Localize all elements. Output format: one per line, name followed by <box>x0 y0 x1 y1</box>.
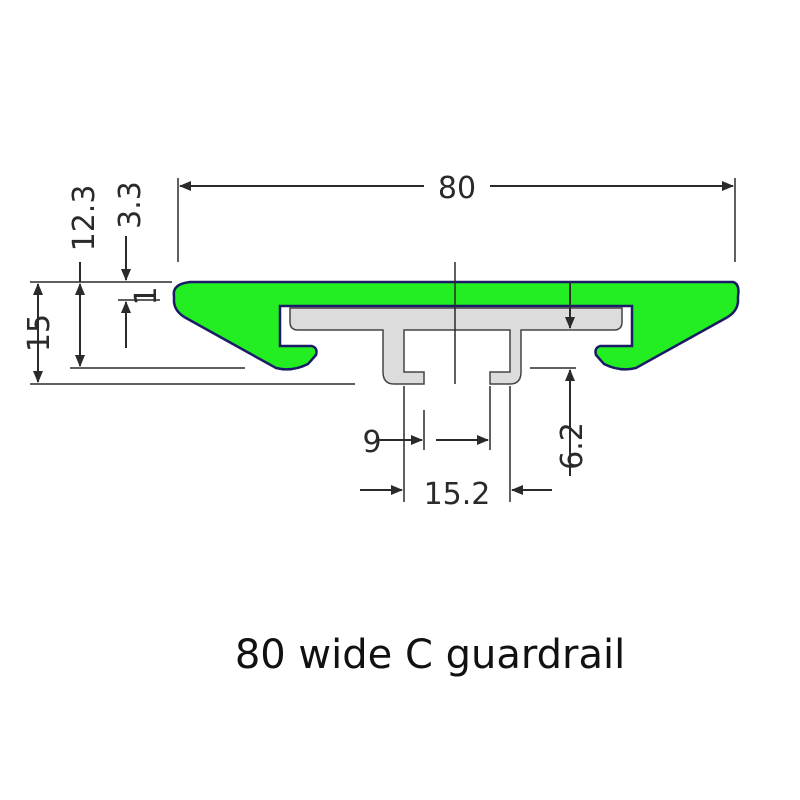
dim-80-label: 80 <box>438 171 476 206</box>
dim-12-3-label: 12.3 <box>67 185 102 252</box>
dim-1-label: 1 <box>129 286 164 305</box>
dim-3-3-label: 3.3 <box>113 181 148 229</box>
dim-6-2-label: 6.2 <box>555 422 590 470</box>
dim-15-2-label: 15.2 <box>424 477 491 512</box>
dim-9-label: 9 <box>362 425 381 460</box>
t-slot-insert <box>289 307 623 385</box>
diagram-caption: 80 wide C guardrail <box>234 632 626 678</box>
guardrail-profile <box>172 280 740 371</box>
dim-15-label: 15 <box>22 314 57 352</box>
